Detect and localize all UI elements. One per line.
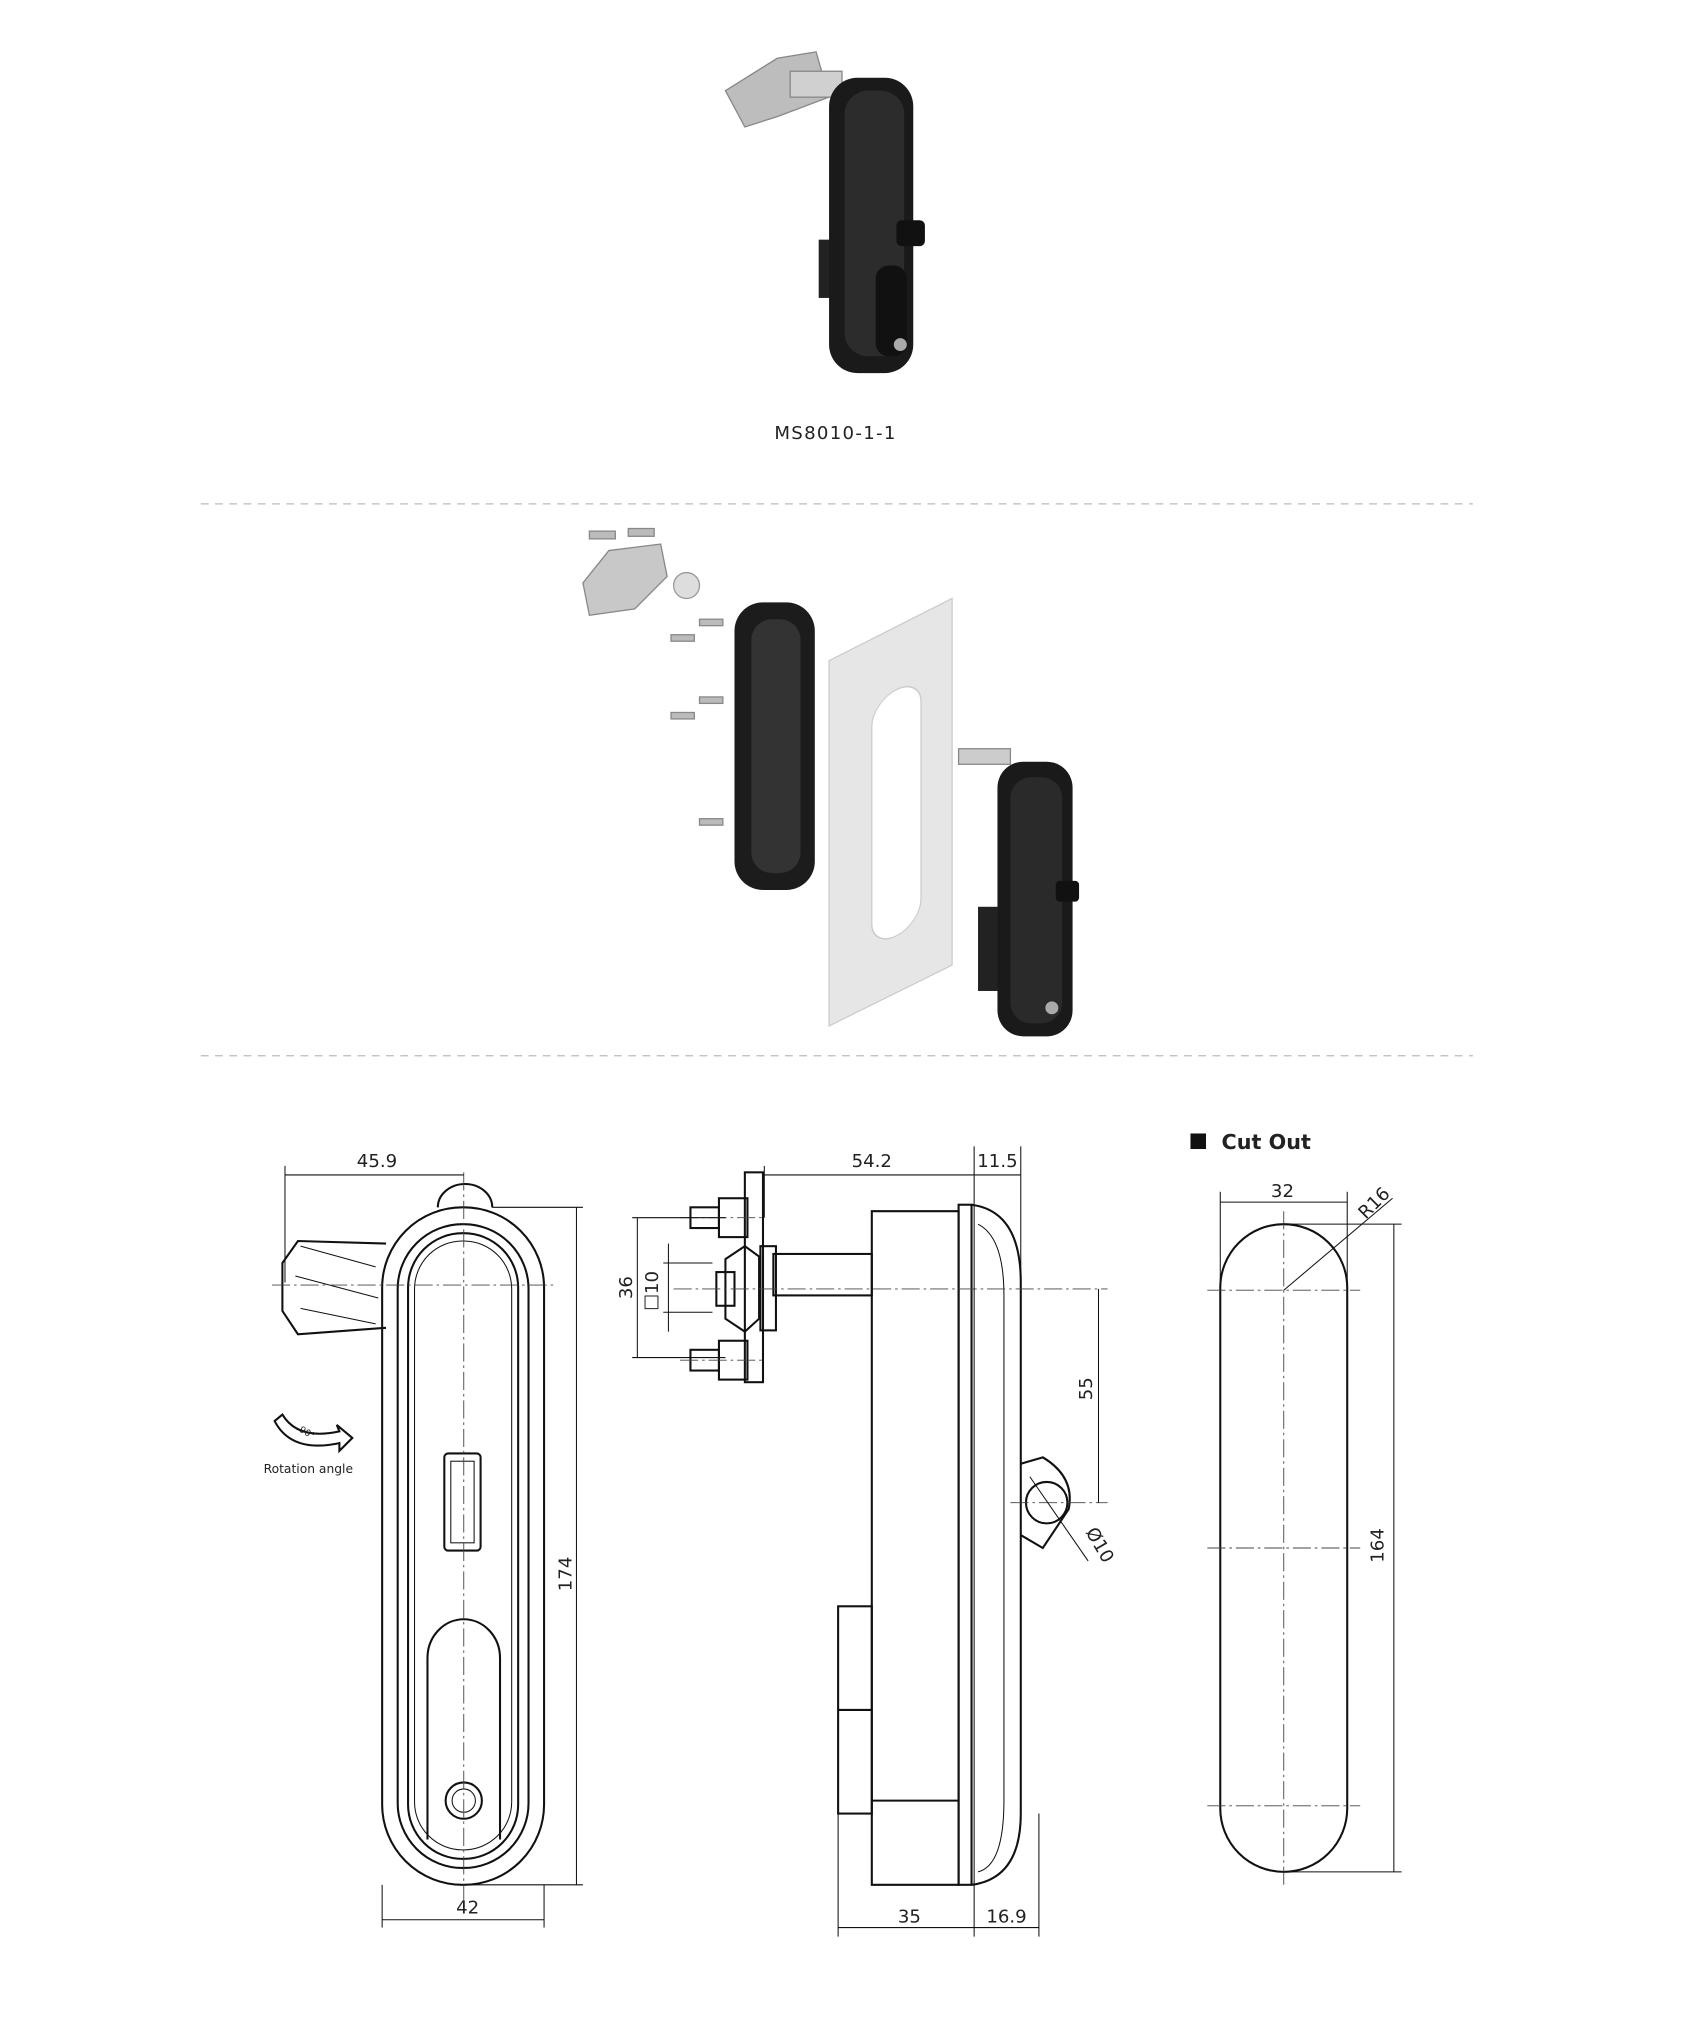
front-view-drawing [272,1165,583,1928]
rotation-angle-value: 90° [297,1425,316,1442]
cutout-title: Cut Out [1222,1130,1311,1154]
side-view-drawing [632,1146,1108,1937]
dim-offset-55: 55 [1076,1377,1097,1400]
dim-base-35: 35 [898,1906,921,1927]
dim-cutout-height-164: 164 [1367,1528,1388,1563]
dim-depth-54-2: 54.2 [852,1151,892,1172]
model-label: MS8010-1-1 [774,423,896,444]
dim-cutout-width-32: 32 [1271,1181,1294,1202]
dim-width-45-9: 45.9 [357,1151,397,1172]
dim-cam-span-36: 36 [616,1276,637,1299]
square-bullet-icon [1190,1133,1207,1150]
dim-bottom-42: 42 [456,1897,479,1918]
product-photo [724,51,925,374]
exploded-view [582,527,1080,1037]
dim-hole-10: Ø10 [1081,1524,1118,1567]
square-symbol: □ [643,1291,660,1312]
rotation-angle-label: Rotation angle [264,1462,353,1476]
dim-cutout-radius: R16 [1354,1183,1394,1223]
cutout-drawing [1207,1191,1402,1885]
dim-height-174: 174 [555,1557,576,1592]
dim-square-10: 10 [642,1271,663,1294]
dim-front-16-9: 16.9 [986,1906,1026,1927]
dim-flange-11-5: 11.5 [977,1151,1017,1172]
